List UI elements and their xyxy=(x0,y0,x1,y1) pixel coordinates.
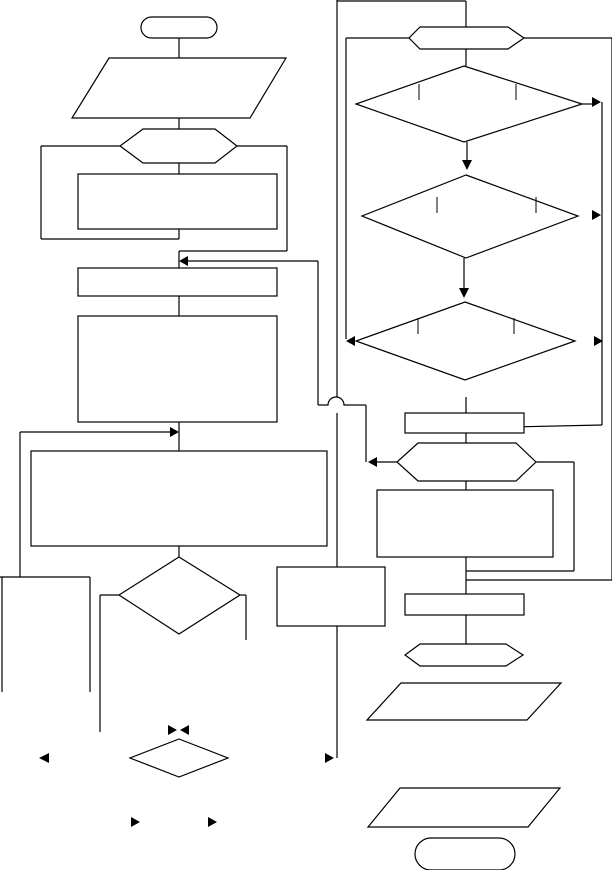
wide-process-block xyxy=(30,450,328,547)
input-parallelogram xyxy=(70,57,288,119)
loop-hexagon xyxy=(408,26,526,50)
arrow-head xyxy=(459,288,469,298)
return-line xyxy=(318,396,350,406)
arrow-head xyxy=(179,256,188,266)
arrow-head xyxy=(594,336,603,346)
branch-body-process xyxy=(376,489,554,558)
side-process-block xyxy=(276,566,386,627)
loop-body-process xyxy=(77,173,278,230)
arrow-head xyxy=(168,725,177,735)
decision-diamond-1 xyxy=(354,65,584,143)
output-parallelogram xyxy=(366,787,562,828)
arrow-head xyxy=(208,817,217,827)
decision-diamond-3 xyxy=(354,301,577,381)
arrow-head xyxy=(131,817,140,827)
arrow-head xyxy=(325,753,334,763)
arrow-head xyxy=(592,97,601,107)
arrow-head xyxy=(592,210,601,220)
process-step xyxy=(404,593,525,616)
large-process-block xyxy=(77,315,278,423)
loop-hexagon xyxy=(118,128,238,164)
arrow-head xyxy=(368,457,377,467)
arrow-head xyxy=(170,427,179,437)
small-decision-diamond xyxy=(128,738,230,778)
process-step xyxy=(404,412,525,434)
decision-diamond-2 xyxy=(360,174,580,259)
arrow-head xyxy=(346,336,355,346)
output-parallelogram xyxy=(365,682,563,721)
start-terminator xyxy=(140,16,218,39)
arrow-head xyxy=(180,725,189,735)
arrow-head xyxy=(39,753,49,763)
end-terminator xyxy=(414,837,516,870)
process-step xyxy=(77,267,278,297)
branch-hexagon xyxy=(396,442,537,482)
arrow-head xyxy=(462,160,472,170)
decision-diamond xyxy=(117,556,242,635)
loop-hexagon xyxy=(403,643,525,667)
